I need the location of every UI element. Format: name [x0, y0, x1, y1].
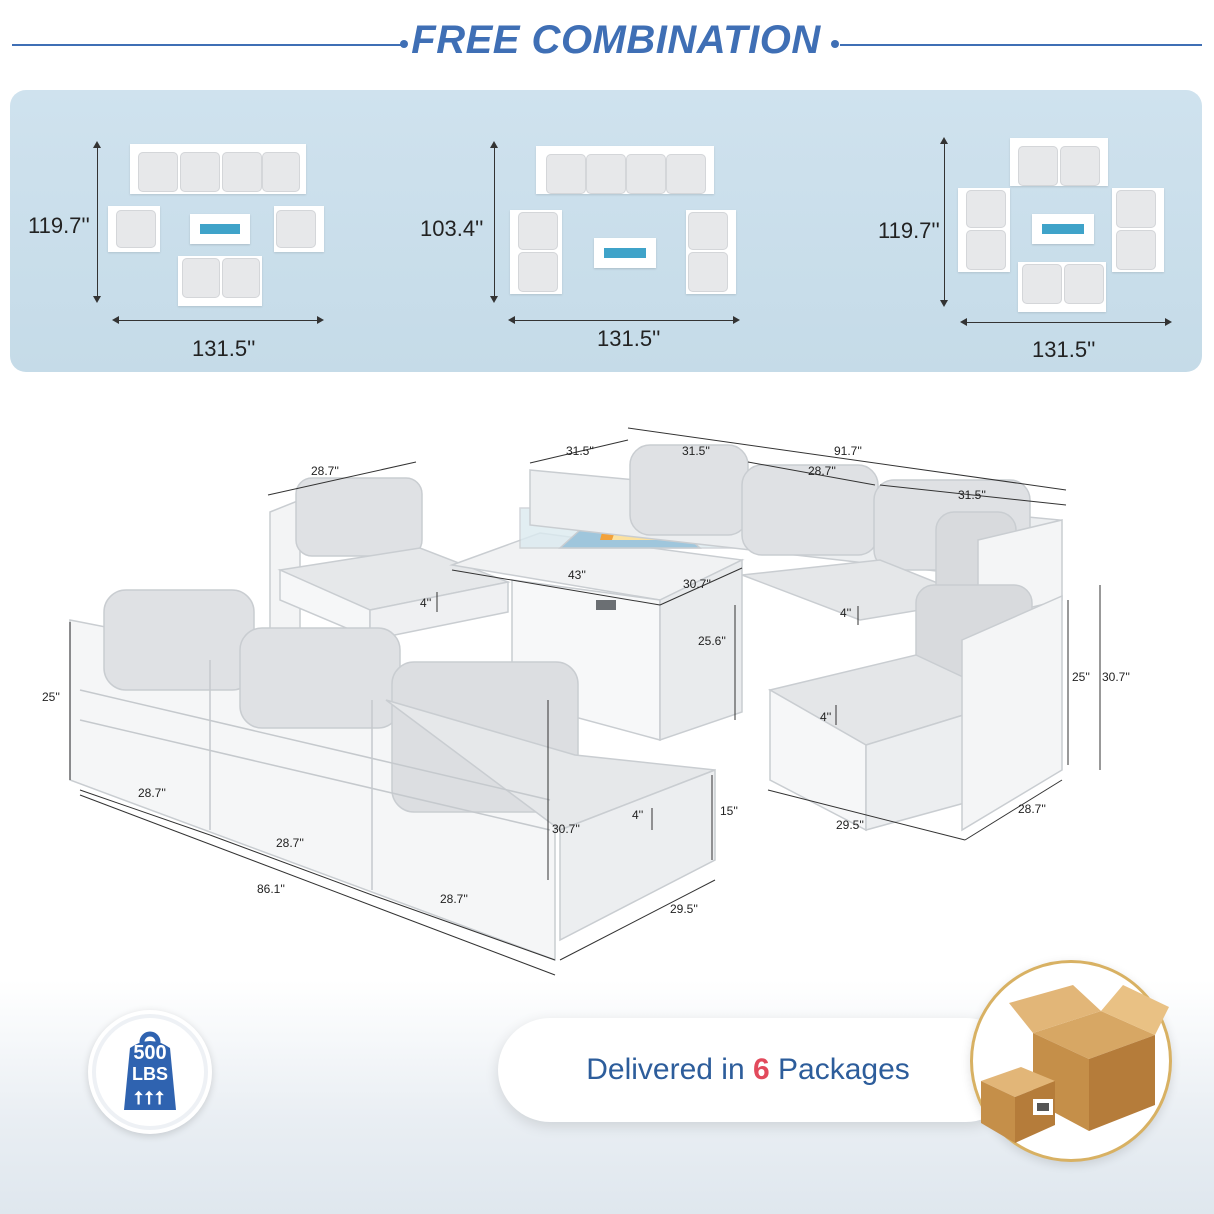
layout-3-width: 131.5'' — [1032, 337, 1096, 362]
page-title: FREE COMBINATION — [411, 18, 821, 62]
layout-1-height-line — [97, 146, 98, 298]
header-divider-left — [12, 44, 404, 46]
product-illustration: 28.7'' 31.5'' 31.5'' 91.7'' 28.7'' 31.5'… — [0, 380, 1214, 980]
fire-table — [594, 238, 656, 268]
dim-corner-total-height: 30.7'' — [1102, 670, 1130, 684]
package-illustration — [970, 960, 1172, 1162]
seat-cushion — [966, 190, 1006, 228]
delivery-prefix: Delivered in — [586, 1053, 753, 1086]
seat-cushion — [626, 154, 666, 194]
arrow-icon — [490, 296, 498, 303]
delivery-text: Delivered in 6 Packages — [528, 1018, 968, 1122]
seat-cushion — [116, 210, 156, 248]
dim-front-height: 30.7'' — [552, 822, 580, 836]
weight-capacity-badge: 500 LBS ⭡⭡⭡ — [88, 1010, 212, 1134]
seat-cushion — [586, 154, 626, 194]
dim-front-seat-height: 15'' — [720, 804, 738, 818]
fire-table — [1032, 214, 1094, 244]
dim-corner-depth: 29.5'' — [836, 818, 864, 832]
dim-front-seat-3: 28.7'' — [440, 892, 468, 906]
arrow-icon — [1165, 318, 1172, 326]
box-icon — [981, 985, 1169, 1143]
delivery-suffix: Packages — [769, 1053, 910, 1086]
dim-right-sofa-a: 28.7'' — [808, 464, 836, 478]
dim-table-length: 43'' — [568, 568, 586, 582]
dim-table-height: 25.6'' — [698, 634, 726, 648]
dim-cushion-right: 4'' — [840, 606, 852, 620]
layout-3-height: 119.7'' — [878, 218, 940, 243]
dim-front-seat-2: 28.7'' — [276, 836, 304, 850]
seat-cushion — [518, 252, 558, 292]
arrow-icon — [317, 316, 324, 324]
header-dot-left — [400, 40, 408, 48]
dim-cushion-front: 4'' — [632, 808, 644, 822]
weight-icon — [92, 1014, 208, 1130]
dim-cushion-corner: 4'' — [820, 710, 832, 724]
dim-front-seat-1: 28.7'' — [138, 786, 166, 800]
seat-cushion — [1116, 190, 1156, 228]
badge-weight-value: 500 — [133, 1042, 167, 1064]
arrow-icon — [490, 141, 498, 148]
arrow-icon — [93, 141, 101, 148]
badge-weight-unit: LBS — [132, 1064, 168, 1084]
seat-cushion — [1022, 264, 1062, 304]
dim-table-depth: 30.7'' — [683, 577, 711, 591]
layout-1-width-line — [116, 320, 320, 321]
seat-cushion — [966, 230, 1006, 270]
layout-3-height-line — [944, 142, 945, 302]
seat-cushion — [1060, 146, 1100, 186]
seat-cushion — [688, 212, 728, 250]
layout-2-height: 103.4'' — [420, 216, 484, 241]
layout-1-width: 131.5'' — [192, 336, 256, 361]
dim-corner-width: 28.7'' — [1018, 802, 1046, 816]
layout-2-width-line — [512, 320, 736, 321]
furniture-drawing — [69, 427, 1101, 976]
header-dot-right — [831, 40, 839, 48]
dim-overall-right: 91.7'' — [834, 444, 862, 458]
dim-front-total: 86.1'' — [257, 882, 285, 896]
seat-cushion — [546, 154, 586, 194]
seat-cushion — [180, 152, 220, 192]
dim-corner-back-height: 25'' — [1072, 670, 1090, 684]
arrow-icon — [940, 137, 948, 144]
arrow-icon — [112, 316, 119, 324]
fire-icon — [1042, 224, 1084, 234]
dim-chair-back: 28.7'' — [311, 464, 339, 478]
arrow-icon — [508, 316, 515, 324]
seat-cushion — [688, 252, 728, 292]
package-count: 6 — [752, 1053, 770, 1086]
seat-cushion — [518, 212, 558, 250]
seat-cushion — [262, 152, 300, 192]
layout-2-height-line — [494, 146, 495, 298]
seat-cushion — [222, 152, 262, 192]
seat-cushion — [1018, 146, 1058, 186]
layout-2-width: 131.5'' — [597, 326, 661, 351]
seat-cushion — [666, 154, 706, 194]
seat-cushion — [1064, 264, 1104, 304]
dim-right-sofa-b: 31.5'' — [958, 488, 986, 502]
arrow-icon — [960, 318, 967, 326]
delivery-banner: Delivered in 6 Packages — [498, 1018, 1018, 1122]
fire-table — [190, 214, 250, 244]
arrow-icon — [733, 316, 740, 324]
header-divider-right — [840, 44, 1202, 46]
arrow-icon — [940, 300, 948, 307]
dim-front-depth: 29.5'' — [670, 902, 698, 916]
seat-cushion — [1116, 230, 1156, 270]
layout-3-width-line — [964, 322, 1168, 323]
dim-table-top-left: 31.5'' — [566, 444, 594, 458]
seat-cushion — [222, 258, 260, 298]
fire-icon — [200, 224, 240, 234]
badge-arrows: ⭡⭡⭡ — [134, 1088, 166, 1108]
header: FREE COMBINATION — [0, 0, 1214, 90]
dim-table-top-mid: 31.5'' — [682, 444, 710, 458]
seat-cushion — [138, 152, 178, 192]
seat-cushion — [276, 210, 316, 248]
arrow-icon — [93, 296, 101, 303]
layout-1-height: 119.7'' — [28, 213, 90, 238]
fire-icon — [604, 248, 646, 258]
seat-cushion — [182, 258, 220, 298]
dim-left-back-height: 25'' — [42, 690, 60, 704]
dim-cushion-left: 4'' — [420, 596, 432, 610]
